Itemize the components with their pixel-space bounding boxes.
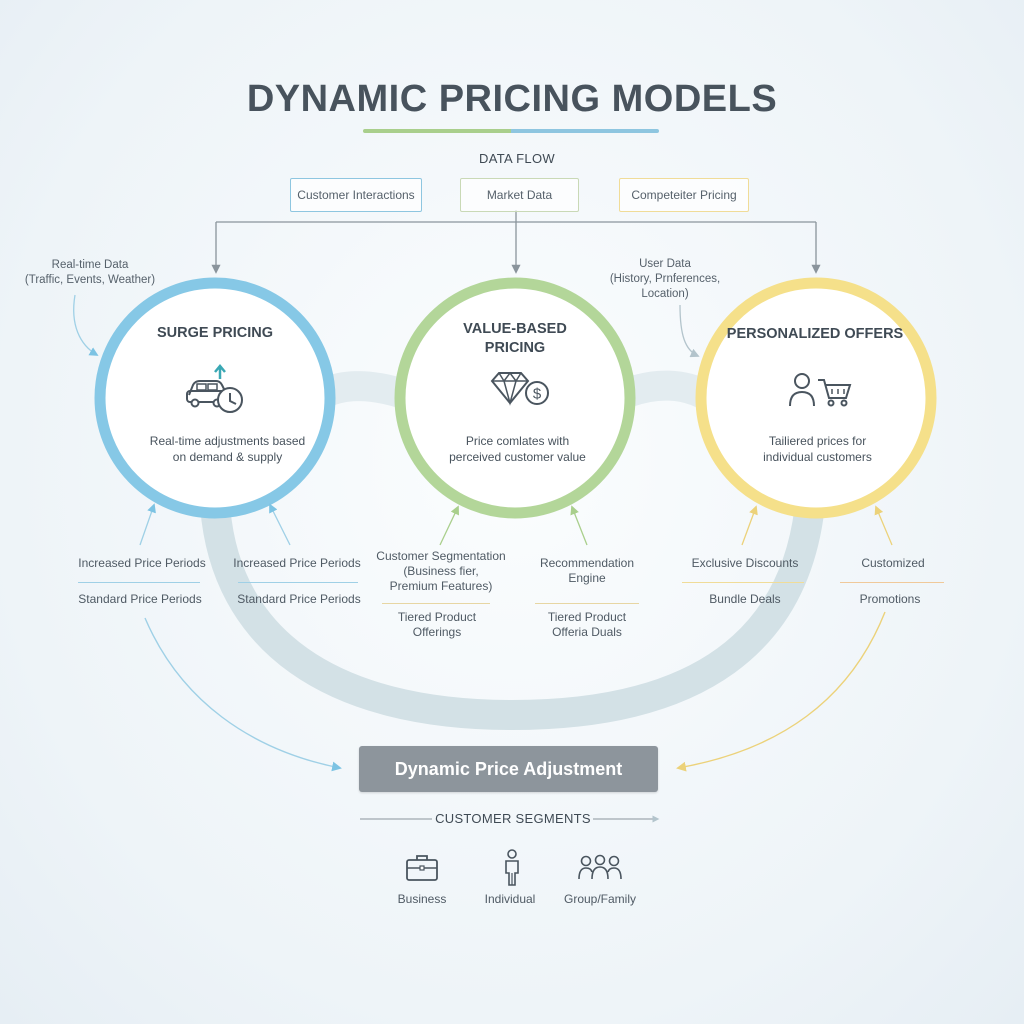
- recommendation-line-2: Engine: [568, 571, 606, 585]
- surge-feature-increased-right: Increased Price Periods: [233, 556, 361, 570]
- segmentation-line-1: Customer Segmentation: [376, 549, 506, 563]
- customer-segments-label: CUSTOMER SEGMENTS: [435, 811, 591, 826]
- surge-feature-arrow-right: [269, 503, 291, 546]
- loop-track-bottom: [200, 490, 825, 731]
- source-competitor-pricing: Competeiter Pricing: [619, 178, 749, 212]
- personalized-offers-title: PERSONALIZED OFFERS: [726, 326, 904, 342]
- tiered-left-line-2: Offerings: [412, 625, 462, 639]
- value-title-line-1: VALUE-BASED: [463, 321, 567, 337]
- tiered-left-line-1: Tiered Product: [397, 610, 477, 624]
- value-pricing-description: Price comlates with perceived customer v…: [405, 433, 630, 465]
- value-desc-line-1: Price comlates with: [465, 434, 570, 448]
- offers-feature-customized: Customized: [861, 556, 925, 570]
- offers-desc-line-2: individual customers: [763, 450, 872, 464]
- user-data-line: User Data: [639, 258, 691, 270]
- surge-feature-standard-left: Standard Price Periods: [78, 592, 202, 606]
- value-feature-arrow-left: [439, 505, 459, 546]
- tiered-right-line-1: Tiered Product: [547, 610, 627, 624]
- diamond-dollar-icon: $: [485, 368, 555, 414]
- realtime-arrow: [73, 294, 99, 356]
- surge-feature-increased-left: Increased Price Periods: [78, 556, 206, 570]
- user-cart-icon: [785, 370, 855, 410]
- surge-desc-line-2: on demand & supply: [172, 450, 283, 464]
- value-feature-segmentation: Customer Segmentation (Business fier, Pr…: [365, 549, 517, 594]
- segment-individual: Individual: [484, 892, 536, 906]
- surge-feature-standard-right: Standard Price Periods: [237, 592, 361, 606]
- tiered-right-line-2: Offeria Duals: [552, 625, 622, 639]
- value-feature-recommendation: Recommendation Engine: [527, 556, 647, 586]
- source-customer-interactions: Customer Interactions: [290, 178, 422, 212]
- surge-pricing-title: SURGE PRICING: [156, 325, 273, 341]
- offers-circle: [695, 277, 937, 519]
- surge-to-adjust-arrow: [144, 617, 342, 772]
- segmentation-line-3: Premium Features): [389, 579, 493, 593]
- value-rule-right: [535, 603, 639, 604]
- value-pricing-title: VALUE-BASED PRICING: [415, 320, 615, 358]
- group-icon: [575, 852, 625, 882]
- person-icon: [497, 848, 527, 888]
- segmentation-line-2: (Business fier,: [403, 564, 479, 578]
- segment-group-family: Group/Family: [563, 892, 637, 906]
- svg-text:$: $: [533, 386, 542, 403]
- value-feature-arrow-right: [570, 505, 588, 546]
- data-flow-label: DATA FLOW: [479, 151, 555, 166]
- user-data-note: User Data (History, Prnferences, Locatio…: [590, 257, 740, 302]
- value-feature-tiered-right: Tiered Product Offeria Duals: [532, 610, 642, 640]
- surge-rule-right: [238, 582, 358, 583]
- surge-desc-line-1: Real-time adjustments based: [149, 434, 306, 448]
- recommendation-line-1: Recommendation: [539, 556, 635, 570]
- offers-rule-left: [682, 582, 804, 583]
- user-data-detail-2: Location): [641, 288, 689, 300]
- realtime-data-detail: (Traffic, Events, Weather): [24, 274, 156, 286]
- dynamic-price-adjustment-box: Dynamic Price Adjustment: [359, 746, 658, 792]
- value-desc-line-2: perceived customer value: [449, 450, 586, 464]
- user-data-detail-1: (History, Prnferences,: [609, 273, 721, 285]
- personalized-offers-description: Tailiered prices for individual customer…: [705, 433, 930, 465]
- offers-feature-arrow-right: [874, 505, 893, 546]
- segment-business: Business: [397, 892, 447, 906]
- value-feature-tiered-left: Tiered Product Offerings: [382, 610, 492, 640]
- offers-feature-exclusive: Exclusive Discounts: [691, 556, 799, 570]
- page-title: DYNAMIC PRICING MODELS: [246, 78, 778, 120]
- userdata-arrow: [679, 304, 700, 358]
- offers-feature-arrow-left: [741, 505, 758, 546]
- title-underline: [363, 129, 659, 133]
- offers-feature-bundle: Bundle Deals: [709, 592, 781, 606]
- briefcase-icon: [402, 852, 442, 884]
- offers-to-adjust-arrow: [676, 611, 886, 772]
- car-clock-icon: [180, 360, 250, 416]
- offers-desc-line-1: Tailiered prices for: [768, 434, 867, 448]
- realtime-data-note: Real-time Data (Traffic, Events, Weather…: [10, 258, 170, 288]
- surge-circle: [94, 277, 336, 519]
- surge-pricing-description: Real-time adjustments based on demand & …: [115, 433, 340, 465]
- surge-feature-arrow-left: [139, 503, 156, 546]
- value-title-line-2: PRICING: [484, 340, 546, 356]
- value-rule-left: [382, 603, 490, 604]
- offers-rule-right: [840, 582, 944, 583]
- realtime-data-line: Real-time Data: [51, 259, 129, 271]
- offers-feature-promotions: Promotions: [859, 592, 921, 606]
- source-market-data: Market Data: [460, 178, 579, 212]
- surge-rule-left: [78, 582, 200, 583]
